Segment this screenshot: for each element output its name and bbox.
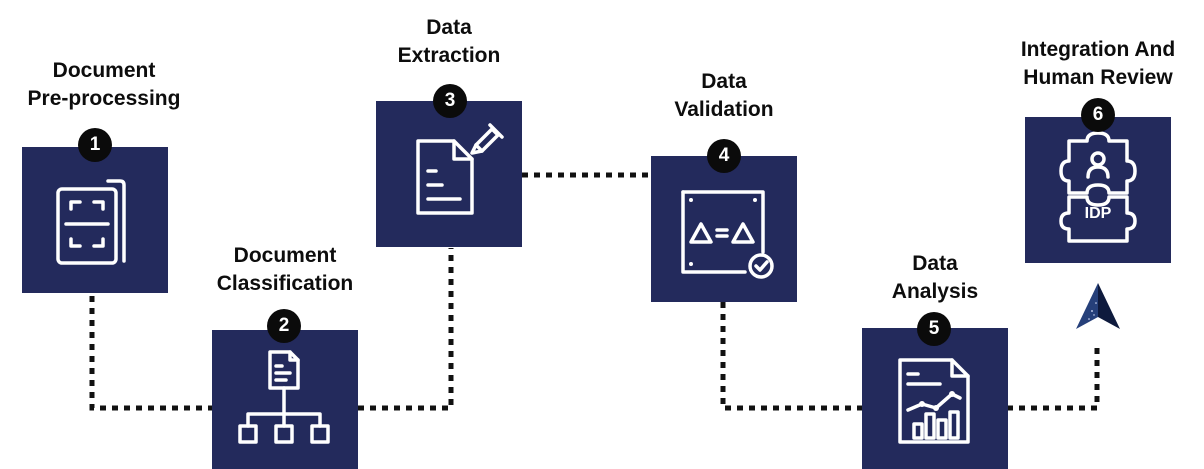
step-5-title-line-2: Analysis (891, 280, 979, 303)
step-1-title-line-2: Pre-processing (27, 87, 181, 110)
triangle-equals-check-icon (681, 190, 774, 279)
step-3-box (376, 101, 522, 247)
step-4-title: Data Validation (651, 68, 797, 124)
step-3-title: Data Extraction (376, 14, 522, 70)
step-6-badge: 6 (1081, 98, 1115, 132)
step-6-title: Integration And Human Review (1000, 36, 1196, 92)
idp-label: IDP (1084, 205, 1112, 222)
step-5-title: Data Analysis (862, 250, 1008, 306)
connector-1-2 (89, 296, 212, 411)
step-4-title-line-2: Validation (674, 98, 774, 121)
step-6-box: IDP (1025, 117, 1171, 263)
step-1-title: Document Pre-processing (20, 57, 188, 113)
step-2-title: Document Classification (196, 242, 374, 298)
step-1-badge: 1 (78, 128, 112, 162)
arrow-logo-icon (1076, 283, 1120, 329)
connector-4-5 (720, 302, 862, 411)
step-1-box (22, 147, 168, 293)
puzzle-person-icon (1059, 131, 1137, 243)
report-chart-icon (898, 358, 970, 444)
step-4-badge: 4 (707, 139, 741, 173)
step-2-title-line-1: Document (233, 244, 337, 267)
step-4-box (651, 156, 797, 302)
step-5-title-line-1: Data (912, 252, 958, 275)
step-5-badge: 5 (917, 312, 951, 346)
step-3-title-line-2: Extraction (397, 44, 501, 67)
step-4-title-line-1: Data (701, 70, 747, 93)
step-6-title-line-1: Integration And (1020, 38, 1176, 61)
step-2-badge: 2 (267, 309, 301, 343)
connector-5-6 (1007, 342, 1100, 411)
document-pen-icon (416, 123, 504, 215)
step-6-title-line-2: Human Review (1023, 66, 1173, 89)
step-3-badge: 3 (433, 84, 467, 118)
step-5-box (862, 328, 1008, 469)
step-1-title-line-1: Document (52, 59, 156, 82)
step-2-title-line-2: Classification (216, 272, 354, 295)
document-hierarchy-icon (238, 350, 330, 444)
scan-document-icon (56, 179, 126, 265)
step-2-box (212, 330, 358, 469)
step-3-title-line-1: Data (426, 16, 472, 39)
